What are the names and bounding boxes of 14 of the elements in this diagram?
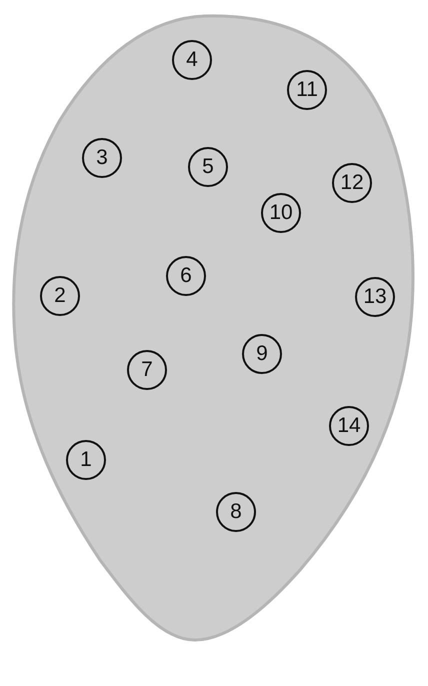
callout-number: 5 bbox=[188, 147, 228, 187]
callout-number: 2 bbox=[40, 276, 80, 316]
callout-number: 10 bbox=[261, 193, 301, 233]
callout-number: 14 bbox=[329, 406, 369, 446]
callout-number: 8 bbox=[216, 492, 256, 532]
callout-number: 9 bbox=[242, 334, 282, 374]
callout-number: 13 bbox=[355, 277, 395, 317]
callout-number: 7 bbox=[127, 350, 167, 390]
callout-number: 12 bbox=[332, 163, 372, 203]
callout-number: 6 bbox=[166, 256, 206, 296]
callout-number: 4 bbox=[172, 40, 212, 80]
callout-number: 1 bbox=[66, 440, 106, 480]
callout-number: 3 bbox=[82, 138, 122, 178]
callout-number: 11 bbox=[287, 70, 327, 110]
